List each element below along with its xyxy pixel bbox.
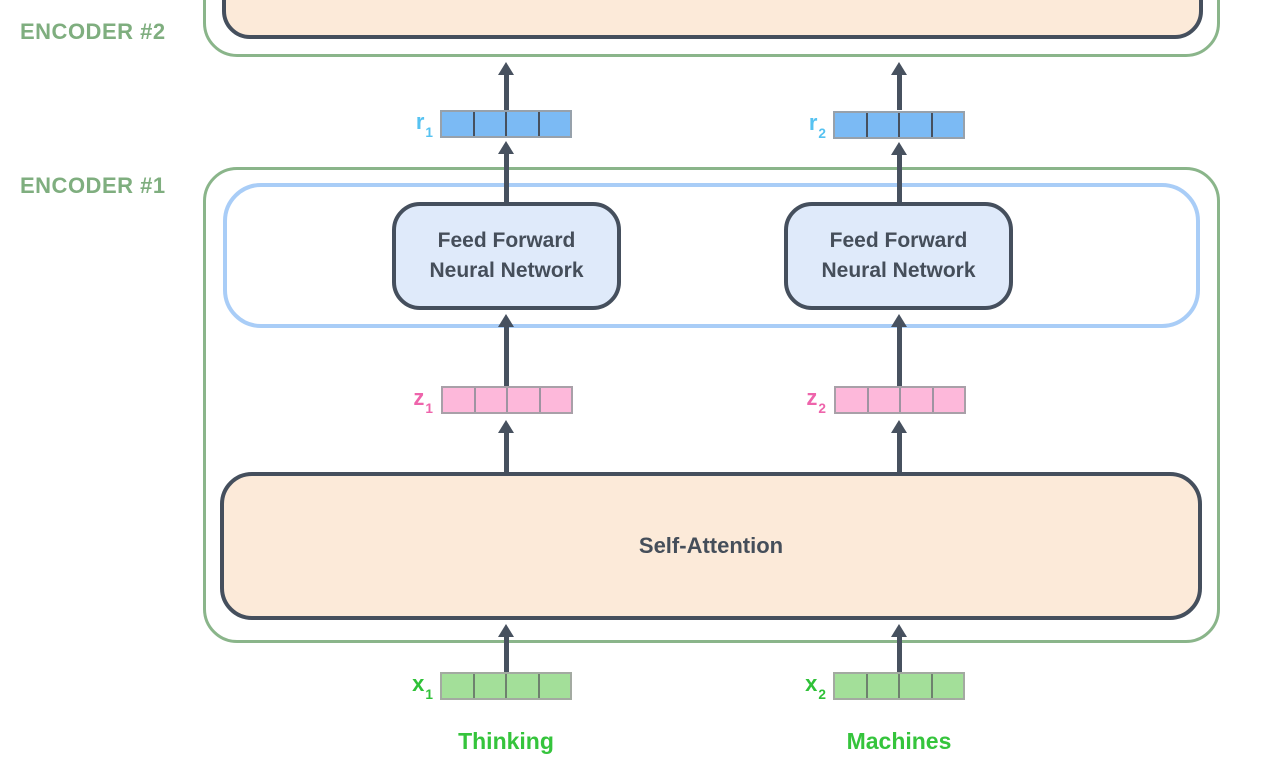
vector-z2 <box>834 386 966 414</box>
vector-cell <box>865 113 899 137</box>
vector-cell <box>930 113 964 137</box>
feed-forward-layer-outline <box>223 183 1200 328</box>
up-arrow-icon <box>498 62 514 110</box>
vector-cell <box>538 388 572 412</box>
up-arrow-icon <box>498 624 514 672</box>
vector-label-x2: x2 <box>805 670 826 703</box>
up-arrow-icon <box>498 141 514 202</box>
vector-r1 <box>440 110 572 138</box>
up-arrow-icon <box>498 314 514 386</box>
encoder-2-box <box>203 0 1220 57</box>
input-word-2: Machines <box>846 728 952 754</box>
vector-cell <box>930 674 964 698</box>
feed-forward-box-1: Feed Forward Neural Network <box>392 202 621 310</box>
vector-cell <box>835 113 866 137</box>
vector-cell <box>506 388 539 412</box>
feed-forward-box-1-line2: Neural Network <box>429 259 584 282</box>
feed-forward-box-2-line2: Neural Network <box>821 259 976 282</box>
up-arrow-icon <box>891 142 907 202</box>
vector-cell <box>537 112 571 136</box>
vector-cell <box>443 388 474 412</box>
up-arrow-icon <box>891 624 907 672</box>
vector-label-x1: x1 <box>412 670 433 703</box>
up-arrow-icon <box>891 420 907 472</box>
vector-cell <box>473 388 507 412</box>
vector-cell <box>537 674 571 698</box>
vector-label-r1: r1 <box>415 108 433 141</box>
vector-cell <box>898 113 931 137</box>
vector-cell <box>505 674 538 698</box>
vector-cell <box>835 674 866 698</box>
feed-forward-box-1-line1: Feed Forward <box>437 229 576 253</box>
encoder-1-label: ENCODER #1 <box>20 173 166 198</box>
vector-cell <box>931 388 965 412</box>
vector-cell <box>442 674 473 698</box>
self-attention-label: Self-Attention <box>638 533 784 558</box>
vector-cell <box>866 388 900 412</box>
encoder-1-box <box>203 167 1220 643</box>
vector-z1 <box>441 386 573 414</box>
up-arrow-icon <box>498 420 514 472</box>
vector-cell <box>836 388 867 412</box>
encoder-2-inner-box <box>222 0 1203 39</box>
vector-r2 <box>833 111 965 139</box>
up-arrow-icon <box>891 62 907 110</box>
vector-cell <box>898 674 931 698</box>
feed-forward-box-2: Feed Forward Neural Network <box>784 202 1013 310</box>
encoder-2-label: ENCODER #2 <box>20 19 166 44</box>
vector-label-z1: z1 <box>413 384 433 417</box>
feed-forward-box-2-line1: Feed Forward <box>829 229 968 253</box>
input-word-1: Thinking <box>458 728 554 754</box>
vector-x2 <box>833 672 965 700</box>
vector-cell <box>442 112 473 136</box>
vector-cell <box>865 674 899 698</box>
vector-cell <box>472 112 506 136</box>
vector-label-r2: r2 <box>808 109 826 142</box>
vector-x1 <box>440 672 572 700</box>
self-attention-box: Self-Attention <box>220 472 1202 620</box>
vector-label-z2: z2 <box>806 384 826 417</box>
up-arrow-icon <box>891 314 907 386</box>
vector-cell <box>505 112 538 136</box>
vector-cell <box>472 674 506 698</box>
vector-cell <box>899 388 932 412</box>
